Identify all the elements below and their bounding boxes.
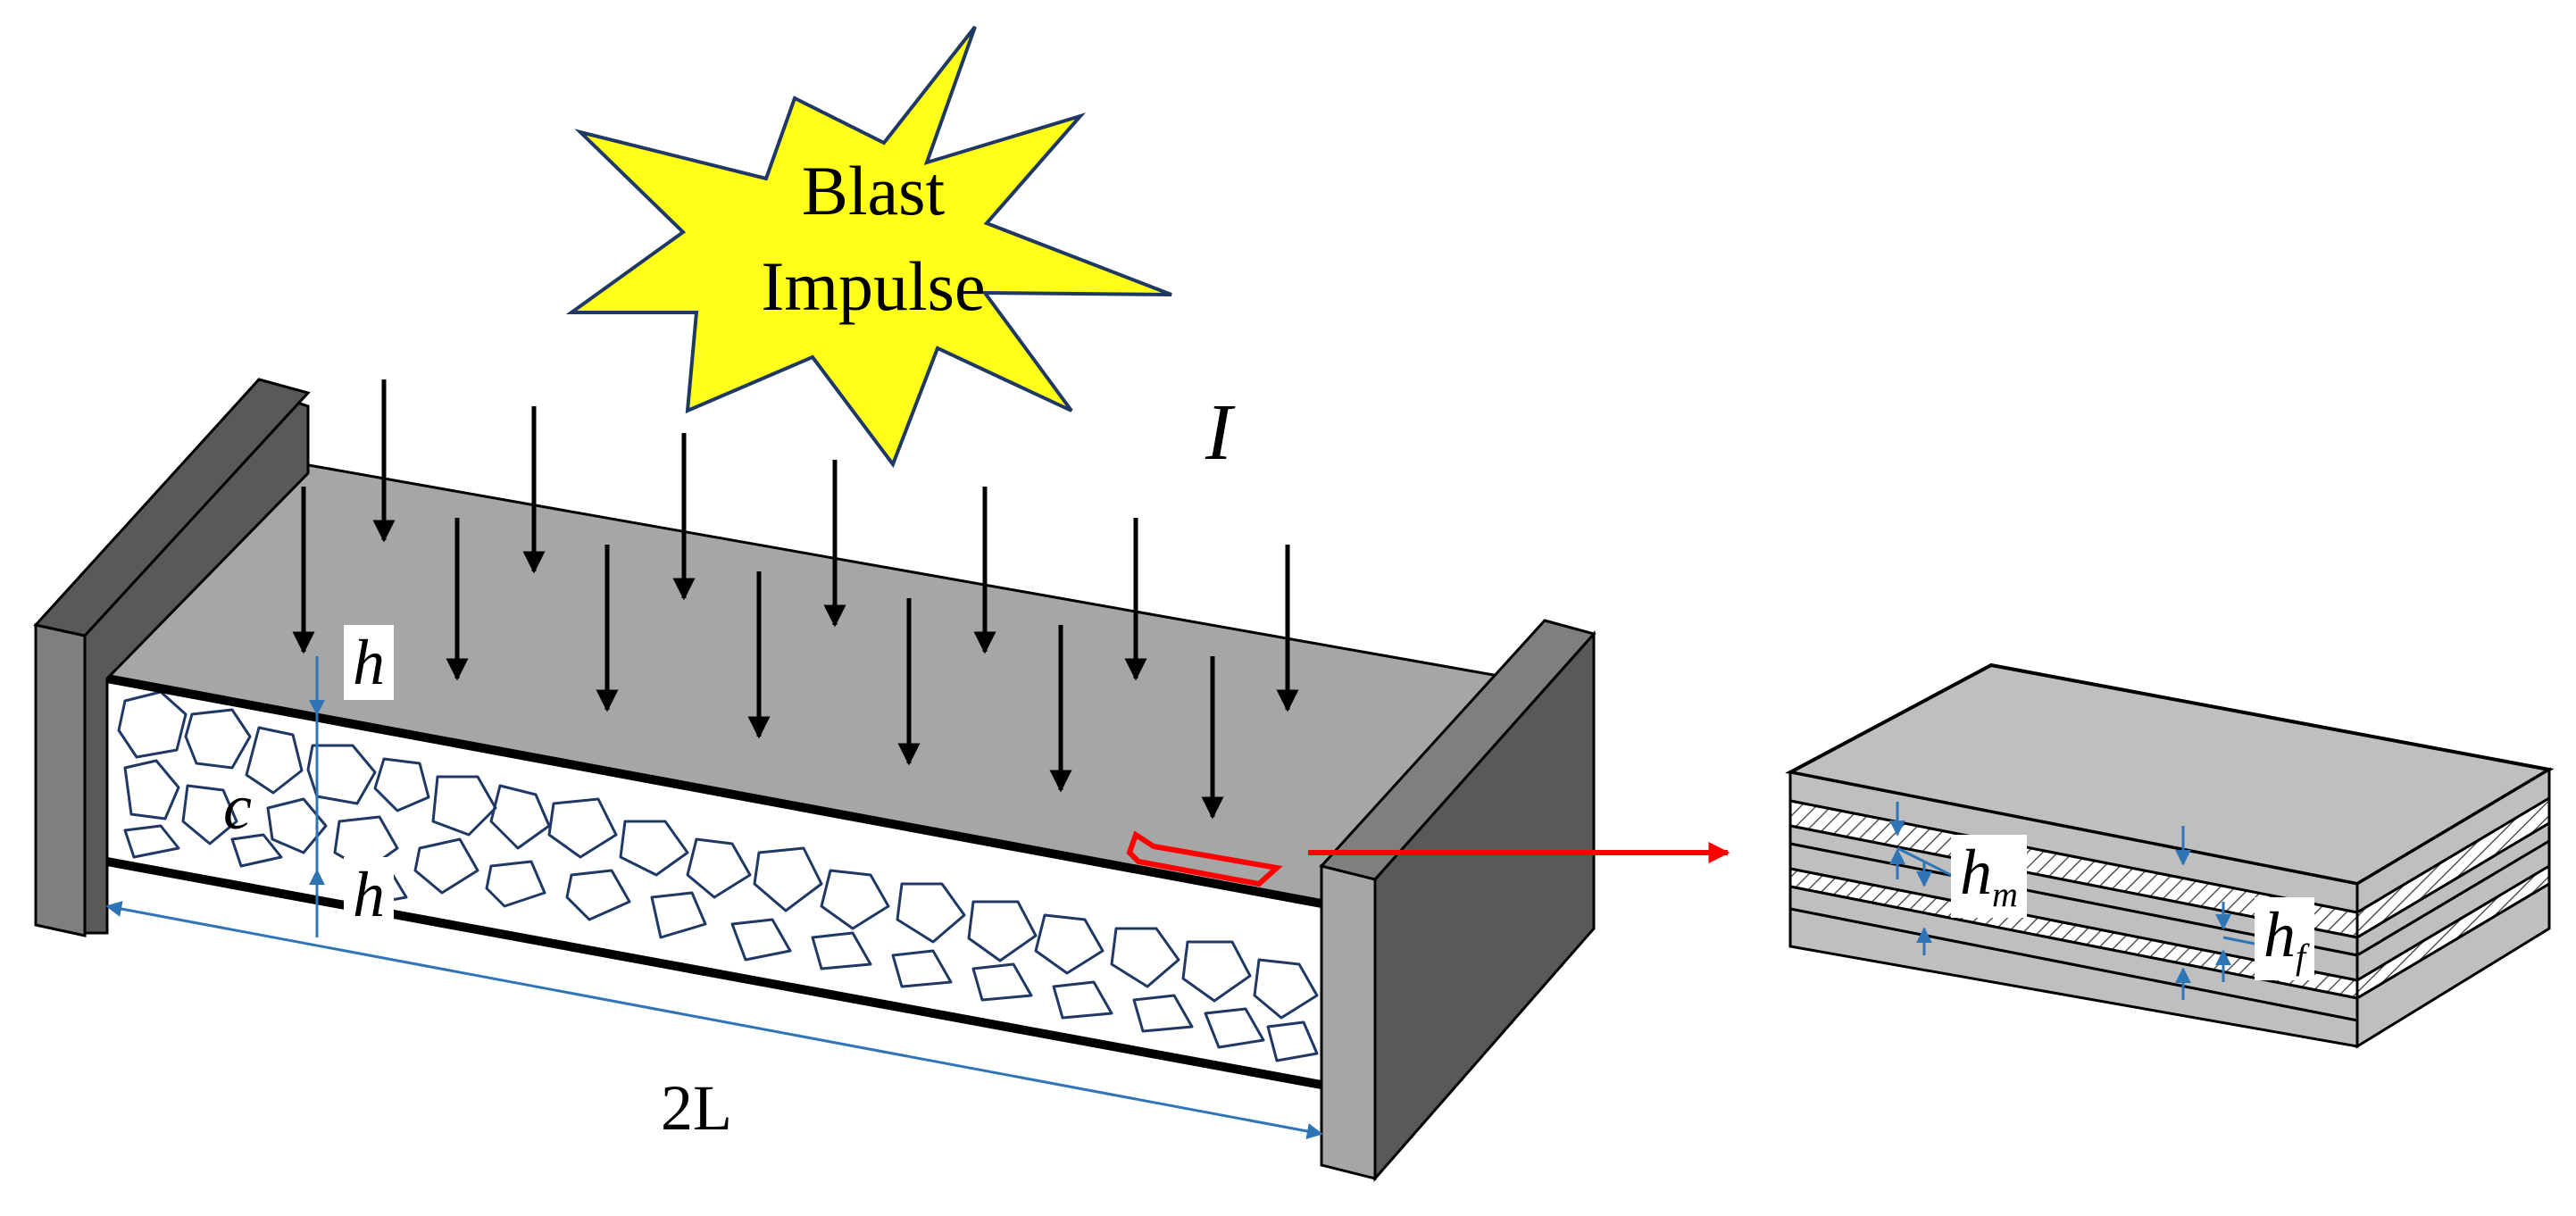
left-support-front: [34, 623, 87, 937]
left-support-top: [33, 378, 311, 637]
impulse-label: I: [1205, 388, 1232, 477]
impulse-arrows: [292, 379, 1299, 820]
right-support-front: [1320, 864, 1377, 1180]
matrix-thickness-label: hm: [1951, 835, 2027, 918]
span-label: 2L: [661, 1072, 732, 1144]
face-thickness-top-label: h: [344, 625, 394, 700]
dimension-lines: [105, 656, 1323, 1139]
laminate-block: [1785, 662, 2555, 1049]
face-thickness-bottom-label: h: [344, 857, 394, 932]
fiber-thickness-label: hf: [2255, 897, 2315, 980]
highlight-region: [1126, 830, 1283, 887]
star-label-line2: Impulse: [761, 247, 986, 325]
core-thickness-label: c: [223, 771, 252, 843]
blast-star: [565, 25, 1172, 469]
span-dimension: [105, 901, 1323, 1139]
star-label-line1: Blast: [801, 152, 946, 229]
top-face-sheet: [106, 674, 1322, 908]
right-support-top: [1319, 619, 1596, 881]
